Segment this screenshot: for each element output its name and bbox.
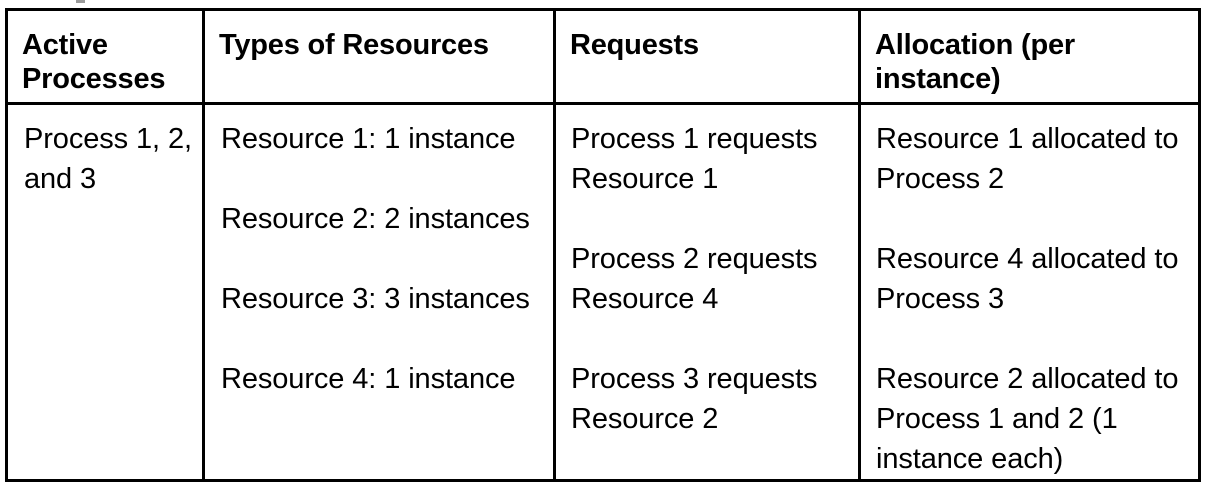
cell-allocation: Resource 1 allocated to Process 2 Resour… <box>858 102 1201 482</box>
resource-allocation-table: Active Processes Types of Resources Requ… <box>5 8 1201 482</box>
cell-paragraph: Resource 1: 1 instance <box>221 123 516 155</box>
cell-paragraph: Resource 3: 3 instances <box>221 283 530 315</box>
column-header-active-processes: Active Processes <box>5 8 205 105</box>
cell-paragraph: Process 1, 2, and 3 <box>24 123 192 195</box>
cell-allocation-content: Resource 1 allocated to Process 2 Resour… <box>861 105 1198 479</box>
column-header-requests: Requests <box>553 8 861 105</box>
cell-active-processes: Process 1, 2, and 3 <box>5 102 205 482</box>
resource-table-container: Active Processes Types of Resources Requ… <box>5 8 1201 482</box>
cell-types-of-resources: Resource 1: 1 instance Resource 2: 2 ins… <box>202 102 556 482</box>
cell-paragraph: Resource 2: 2 instances <box>221 203 530 235</box>
cell-paragraph: Process 1 requests Resource 1 <box>571 123 818 195</box>
cell-types-of-resources-content: Resource 1: 1 instance Resource 2: 2 ins… <box>205 105 553 399</box>
cell-requests: Process 1 requests Resource 1 Process 2 … <box>553 102 861 482</box>
column-header-types-of-resources: Types of Resources <box>202 8 556 105</box>
cell-paragraph: Resource 4: 1 instance <box>221 363 516 395</box>
table-body: Process 1, 2, and 3 Resource 1: 1 instan… <box>5 102 1201 482</box>
cell-paragraph: Process 3 requests Resource 2 <box>571 363 818 435</box>
cell-requests-content: Process 1 requests Resource 1 Process 2 … <box>556 105 858 439</box>
table-row: Process 1, 2, and 3 Resource 1: 1 instan… <box>5 102 1201 482</box>
cell-paragraph: Resource 4 allocated to Process 3 <box>876 243 1179 315</box>
cell-paragraph: Resource 1 allocated to Process 2 <box>876 123 1179 195</box>
column-header-allocation: Allocation (per instance) <box>858 8 1201 105</box>
column-header-types-of-resources-label: Types of Resources <box>219 29 489 61</box>
cell-paragraph: Resource 2 allocated to Process 1 and 2 … <box>876 363 1179 475</box>
table-header: Active Processes Types of Resources Requ… <box>5 8 1201 105</box>
cell-paragraph: Process 2 requests Resource 4 <box>571 243 818 315</box>
column-header-active-processes-label: Active Processes <box>22 29 166 95</box>
top-edge-artifact <box>76 0 85 3</box>
cell-active-processes-content: Process 1, 2, and 3 <box>8 105 202 199</box>
column-header-requests-label: Requests <box>570 29 699 61</box>
table-header-row: Active Processes Types of Resources Requ… <box>5 8 1201 105</box>
column-header-allocation-label: Allocation (per instance) <box>875 29 1076 95</box>
